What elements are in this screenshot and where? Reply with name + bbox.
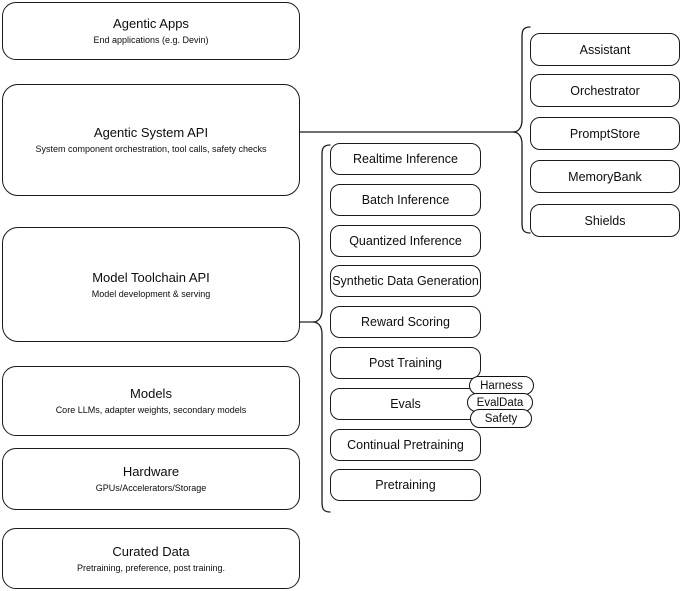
stack-layer-title: Hardware bbox=[122, 464, 180, 479]
stack-layer-title: Agentic System API bbox=[93, 125, 209, 140]
stack-layer-subtitle: Pretraining, preference, post training. bbox=[76, 562, 226, 573]
stack-layer-subtitle: Model development & serving bbox=[91, 288, 211, 299]
toolchain-label: Post Training bbox=[369, 356, 442, 370]
evals-subcomponent-evaldata[interactable]: EvalData bbox=[467, 393, 533, 412]
stack-layer-subtitle: System component orchestration, tool cal… bbox=[35, 144, 267, 154]
stack-layer-curated-data[interactable]: Curated Data Pretraining, preference, po… bbox=[2, 528, 300, 589]
evals-subcomponent-safety[interactable]: Safety bbox=[470, 409, 532, 428]
stack-layer-subtitle: End applications (e.g. Devin) bbox=[93, 35, 209, 45]
component-memorybank[interactable]: MemoryBank bbox=[530, 160, 680, 193]
toolchain-label: Continual Pretraining bbox=[347, 438, 464, 452]
component-label: Shields bbox=[584, 213, 626, 228]
component-promptstore[interactable]: PromptStore bbox=[530, 117, 680, 150]
component-label: Assistant bbox=[579, 42, 631, 57]
toolchain-evals[interactable]: Evals bbox=[330, 388, 481, 420]
stack-layer-title: Curated Data bbox=[112, 543, 190, 559]
evals-subcomponent-label: Safety bbox=[484, 412, 518, 425]
toolchain-quantized-inference[interactable]: Quantized Inference bbox=[330, 225, 481, 257]
evals-subcomponent-label: Harness bbox=[480, 379, 523, 392]
toolchain-realtime-inference[interactable]: Realtime Inference bbox=[330, 143, 481, 175]
stack-layer-models[interactable]: Models Core LLMs, adapter weights, secon… bbox=[2, 366, 300, 436]
brace-agentic-system-components bbox=[512, 26, 532, 234]
toolchain-label: Evals bbox=[390, 397, 421, 411]
component-label: MemoryBank bbox=[568, 169, 642, 184]
toolchain-continual-pretraining[interactable]: Continual Pretraining bbox=[330, 429, 481, 461]
toolchain-pretraining[interactable]: Pretraining bbox=[330, 469, 481, 501]
stack-layer-title: Agentic Apps bbox=[113, 16, 189, 31]
stack-layer-subtitle: Core LLMs, adapter weights, secondary mo… bbox=[55, 405, 247, 415]
stack-layer-agentic-system-api[interactable]: Agentic System API System component orch… bbox=[2, 84, 300, 196]
component-label: PromptStore bbox=[569, 126, 641, 141]
toolchain-reward-scoring[interactable]: Reward Scoring bbox=[330, 306, 481, 338]
component-assistant[interactable]: Assistant bbox=[530, 33, 680, 66]
evals-subcomponent-label: EvalData bbox=[476, 396, 524, 409]
stack-layer-title: Models bbox=[130, 386, 172, 401]
stack-layer-model-toolchain-api[interactable]: Model Toolchain API Model development & … bbox=[2, 227, 300, 342]
brace-toolchain-components bbox=[312, 144, 332, 514]
component-orchestrator[interactable]: Orchestrator bbox=[530, 74, 680, 107]
stack-layer-title: Model Toolchain API bbox=[92, 269, 210, 285]
toolchain-label: Reward Scoring bbox=[361, 315, 450, 329]
toolchain-post-training[interactable]: Post Training bbox=[330, 347, 481, 379]
toolchain-label: Quantized Inference bbox=[349, 234, 462, 248]
toolchain-label: Synthetic Data Generation bbox=[332, 274, 479, 288]
toolchain-label: Realtime Inference bbox=[353, 152, 458, 166]
connector-toolchain-to-components bbox=[300, 312, 320, 334]
stack-layer-subtitle: GPUs/Accelerators/Storage bbox=[95, 483, 207, 493]
toolchain-label: Pretraining bbox=[375, 478, 436, 492]
evals-subcomponent-harness[interactable]: Harness bbox=[469, 376, 534, 395]
toolchain-batch-inference[interactable]: Batch Inference bbox=[330, 184, 481, 216]
stack-layer-agentic-apps[interactable]: Agentic Apps End applications (e.g. Devi… bbox=[2, 2, 300, 60]
component-label: Orchestrator bbox=[570, 83, 640, 98]
toolchain-label: Batch Inference bbox=[361, 193, 450, 207]
component-shields[interactable]: Shields bbox=[530, 204, 680, 237]
toolchain-synthetic-data-generation[interactable]: Synthetic Data Generation bbox=[330, 265, 481, 297]
stack-layer-hardware[interactable]: Hardware GPUs/Accelerators/Storage bbox=[2, 448, 300, 510]
